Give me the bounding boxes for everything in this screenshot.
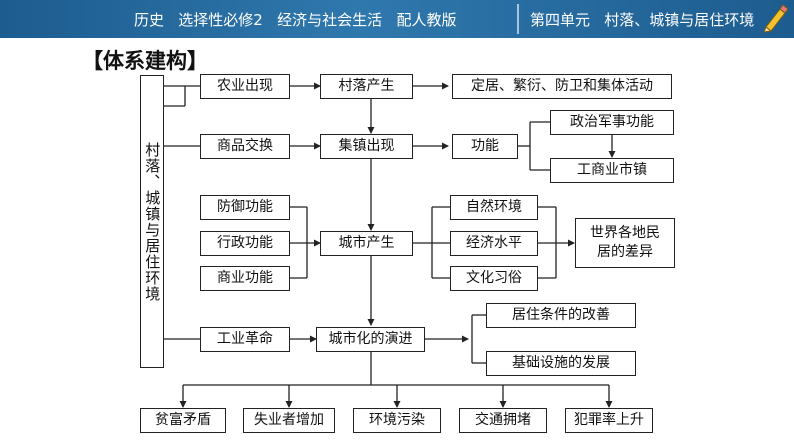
node-living-conditions: 居住条件的改善 [486, 303, 636, 328]
unit-title: 第四单元 村落、城镇与居住环境 [530, 11, 755, 29]
section-title: 【体系建构】 [82, 49, 208, 73]
node-city: 城市产生 [320, 231, 413, 256]
node-village: 村落产生 [320, 74, 413, 99]
node-economic-level: 经济水平 [450, 231, 538, 256]
node-urbanization: 城市化的演进 [316, 327, 425, 352]
node-infrastructure: 基础设施的发展 [486, 351, 636, 376]
node-dwelling-difference: 世界各地民居的差异 [575, 218, 675, 268]
node-problem-pollution: 环境污染 [353, 408, 441, 433]
node-commercial-town: 工商业市镇 [550, 158, 674, 183]
header-divider [517, 4, 519, 34]
root-node: 村落、城镇与居住环境 [140, 75, 164, 368]
node-industrial-revolution: 工业革命 [200, 327, 290, 352]
node-problem-crime: 犯罪率上升 [565, 408, 653, 433]
node-defense: 防御功能 [200, 195, 290, 220]
node-market-town: 集镇出现 [320, 134, 413, 159]
node-problem-unemployment: 失业者增加 [243, 408, 335, 433]
node-commerce: 商业功能 [200, 266, 290, 291]
header-bar: 历史 选择性必修2 经济与社会生活 配人教版 第四单元 村落、城镇与居住环境 [0, 0, 794, 38]
node-commodity-exchange: 商品交换 [200, 134, 290, 159]
node-political-military: 政治军事功能 [550, 110, 674, 135]
node-natural-env: 自然环境 [450, 195, 538, 220]
node-culture: 文化习俗 [450, 266, 538, 291]
pencil-icon [760, 3, 789, 37]
node-function: 功能 [452, 134, 518, 159]
node-agriculture: 农业出现 [200, 74, 290, 99]
node-problem-wealth-gap: 贫富矛盾 [140, 408, 226, 433]
course-title: 历史 选择性必修2 经济与社会生活 配人教版 [134, 11, 457, 29]
node-administration: 行政功能 [200, 231, 290, 256]
node-problem-traffic: 交通拥堵 [459, 408, 547, 433]
node-village-result: 定居、繁衍、防卫和集体活动 [452, 74, 672, 99]
